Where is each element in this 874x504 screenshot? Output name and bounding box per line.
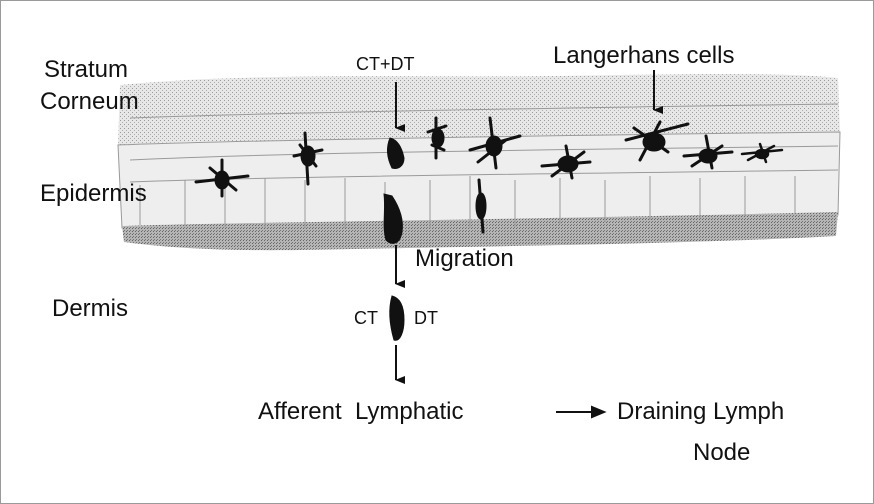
corneum-label: Corneum: [40, 90, 139, 114]
draining-lymph-label: Draining Lymph: [617, 400, 784, 424]
dt-bottom-label: DT: [414, 309, 438, 327]
dermis-label: Dermis: [52, 297, 128, 321]
ct-bottom-label: CT: [354, 309, 378, 327]
epidermis-label: Epidermis: [40, 182, 147, 206]
langerhans-label: Langerhans cells: [553, 44, 734, 68]
node-label: Node: [693, 441, 750, 465]
draining-arrowhead: [592, 407, 604, 417]
migrating-cell-dermis: [390, 296, 404, 340]
ct-dt-top-label: CT+DT: [356, 55, 415, 73]
stratum-label: Stratum: [44, 58, 128, 82]
migration-label: Migration: [415, 247, 514, 271]
afferent-lymphatic-label: Afferent Lymphatic: [258, 400, 463, 424]
